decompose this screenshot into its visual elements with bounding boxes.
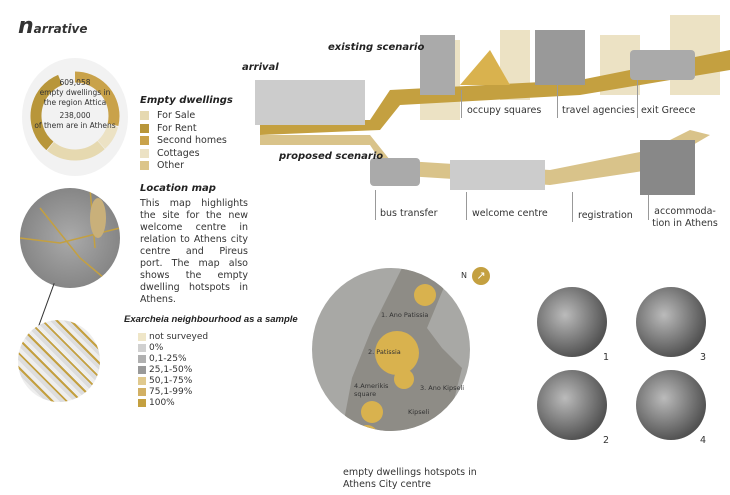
donut-total: 609,058 <box>59 78 91 87</box>
photo-4 <box>636 370 706 440</box>
legend-swatch <box>138 387 146 396</box>
tent-image <box>460 50 510 85</box>
proposed-scenario-label: proposed scenario <box>279 151 384 162</box>
ship-image <box>255 80 365 125</box>
slice-for-rent <box>30 71 120 161</box>
empty-dwellings-heading: Empty dwellings <box>140 95 233 106</box>
legend-swatch <box>140 123 149 133</box>
legend-swatch <box>140 161 149 170</box>
exarcheia-map-image <box>18 320 100 402</box>
step-registration: registration <box>578 210 633 221</box>
legend-label: 25,1-50% <box>149 365 193 375</box>
legend-item: Second homes <box>140 135 227 148</box>
bus-image <box>630 50 695 80</box>
legend-swatch <box>138 343 146 352</box>
area-ano-kipseli: 3. Ano Kipseli <box>420 384 465 392</box>
existing-scenario-label: existing scenario <box>328 42 425 53</box>
legend-swatch <box>138 332 146 341</box>
step-travel-agencies: travel agencies <box>562 105 635 116</box>
legend-label: Second homes <box>157 135 227 146</box>
legend-item: 100% <box>138 398 208 409</box>
slice-cottages <box>30 71 120 161</box>
photo-1 <box>537 287 607 357</box>
area-patissia: 2. Patissia <box>368 348 401 356</box>
exarcheia-heading: Exarcheia neighbourhood as a sample <box>124 314 298 325</box>
legend-label: 50,1-75% <box>149 376 193 386</box>
legend-item: not surveyed <box>138 332 208 343</box>
photo-number-3: 3 <box>700 352 707 363</box>
step-exit-greece: exit Greece <box>641 105 696 116</box>
legend-item: Cottages <box>140 148 227 161</box>
donut-athens-desc: of them are in Athens <box>34 121 116 130</box>
step-accommodation: accommoda-tion in Athens <box>652 206 718 229</box>
proposed-path <box>260 130 710 185</box>
step-bus-transfer: bus transfer <box>380 208 438 219</box>
area-kipseli: Kipseli <box>408 408 430 416</box>
arrival-label: arrival <box>242 62 279 73</box>
location-map-text: This map highlights the site for the new… <box>140 198 248 305</box>
photo-number-4: 4 <box>700 435 707 446</box>
legend-swatch <box>140 111 149 120</box>
hotspot-caption: empty dwellings hotspots in Athens City … <box>343 467 477 490</box>
title-initial: n <box>18 14 34 39</box>
donut-chart <box>30 71 120 161</box>
square-image <box>420 35 455 95</box>
connector-line <box>38 283 55 326</box>
step-occupy-squares: occupy squares <box>467 105 542 116</box>
legend-item: 75,1-99% <box>138 387 208 398</box>
legend-label: 0% <box>149 343 164 353</box>
legend-swatch <box>138 365 146 374</box>
legend-label: For Sale <box>157 110 196 121</box>
photo-number-1: 1 <box>603 352 610 363</box>
donut-labels: 609,058 empty dwellings in the region At… <box>34 78 116 131</box>
legend-label: not surveyed <box>149 332 209 342</box>
legend-item: 50,1-75% <box>138 376 208 387</box>
photo-3 <box>636 287 706 357</box>
donut-total-desc: empty dwellings in the region Attica <box>39 88 111 107</box>
legend-swatch <box>138 376 146 385</box>
legend-item: For Sale <box>140 110 227 123</box>
accommodation-image <box>640 140 695 195</box>
legend-item: 0,1-25% <box>138 354 208 365</box>
photo-number-2: 2 <box>603 435 610 446</box>
page-title: narrative <box>18 14 88 39</box>
hotspot-map <box>312 268 470 431</box>
title-rest: arrative <box>33 22 88 36</box>
legend-label: Other <box>157 160 184 171</box>
legend-item: 0% <box>138 343 208 354</box>
hotspot-map-shapes <box>342 268 462 431</box>
legend-label: For Rent <box>157 122 197 134</box>
legend-label: 0,1-25% <box>149 354 187 364</box>
legend-item: Other <box>140 160 227 173</box>
legend-label: Cottages <box>157 147 200 159</box>
area-amerikis-square: 4.Amerikis square <box>354 382 389 398</box>
slice-for-sale <box>30 71 120 161</box>
area-ano-patissia: 1. Ano Patissia <box>381 311 429 319</box>
legend-label: 100% <box>149 398 175 408</box>
scenario-diagram <box>255 15 730 195</box>
legend-label: 75,1-99% <box>149 387 193 397</box>
bus-transfer-image <box>370 158 420 186</box>
donut-athens: 238,000 <box>59 111 91 120</box>
north-label: N <box>461 271 467 280</box>
legend-swatch <box>138 354 146 363</box>
legend-swatch <box>138 398 146 407</box>
legend-swatch <box>140 148 149 158</box>
slice-second-homes <box>30 71 120 161</box>
photo-2 <box>537 370 607 440</box>
step-welcome-centre: welcome centre <box>472 208 548 219</box>
location-map-image <box>20 188 120 288</box>
location-map-heading: Location map <box>140 183 216 194</box>
agency-image <box>535 30 585 85</box>
north-arrow-icon: ↗ <box>472 267 490 285</box>
legend-item: For Rent <box>140 123 227 136</box>
existing-path <box>260 50 730 135</box>
welcome-centre-image <box>450 160 545 190</box>
legend-item: 25,1-50% <box>138 365 208 376</box>
legend-swatch <box>140 136 149 145</box>
